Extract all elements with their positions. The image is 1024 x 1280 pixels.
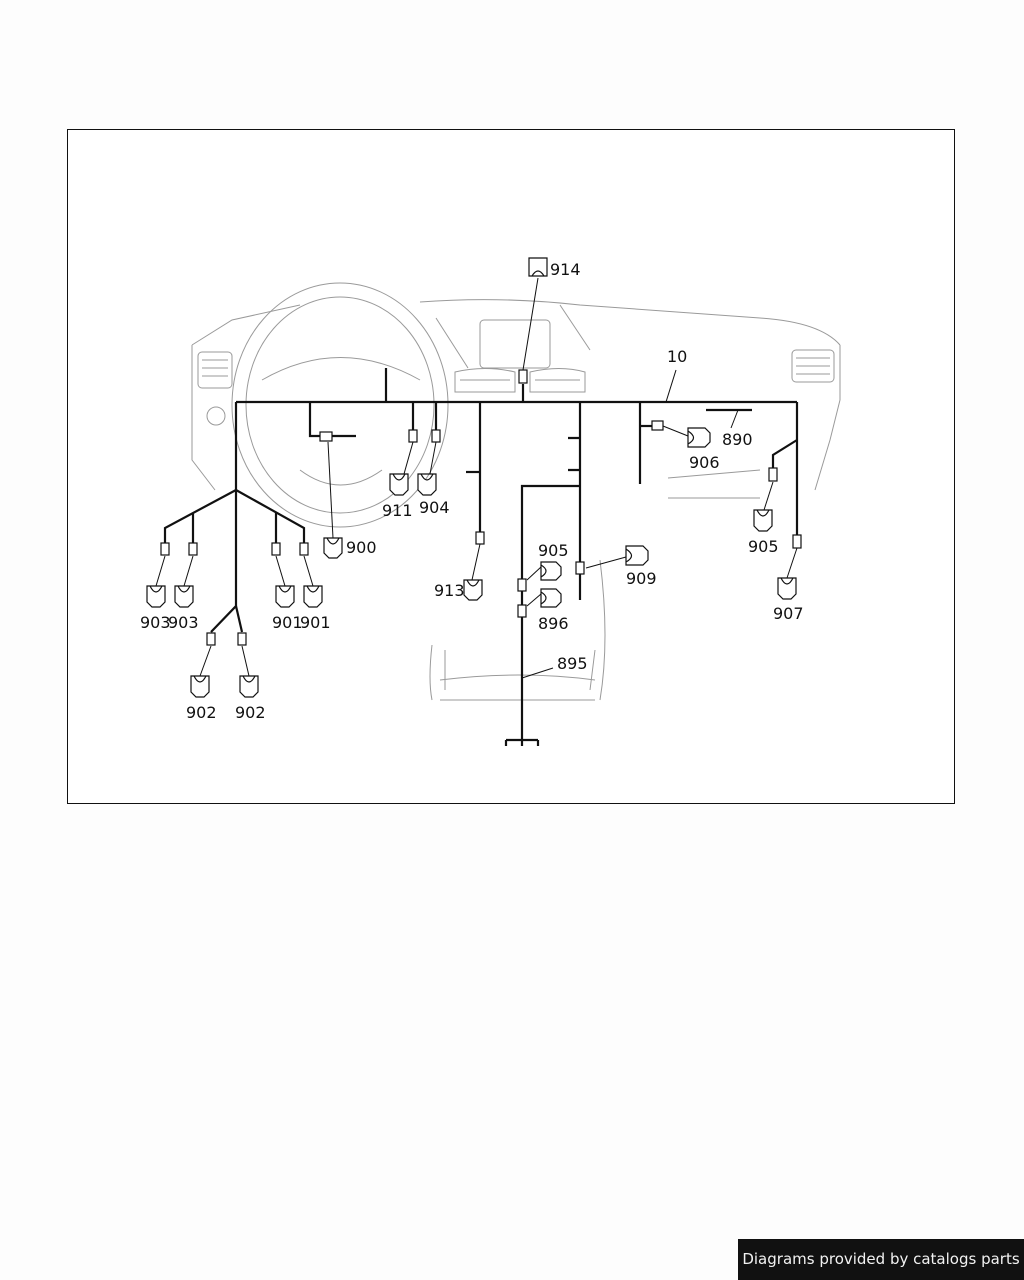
label-903-left: 903 [140,613,171,632]
label-913: 913 [434,581,465,600]
plug-901b [303,585,323,608]
label-905-center: 905 [538,541,569,560]
label-902-left: 902 [186,703,217,722]
end-connectors [146,257,797,698]
label-890: 890 [722,430,753,449]
plug-903a [146,585,166,608]
label-903-right: 903 [168,613,199,632]
plug-905b [753,509,773,532]
label-901-right: 901 [300,613,331,632]
plug-902a [190,675,210,698]
plug-896 [540,588,562,608]
plug-901a [275,585,295,608]
label-909: 909 [626,569,657,588]
plug-906 [687,427,711,448]
label-911: 911 [382,501,413,520]
label-901-left: 901 [272,613,303,632]
label-900: 900 [346,538,377,557]
label-907: 907 [773,604,804,623]
plug-903b [174,585,194,608]
attribution-badge: Diagrams provided by catalogs parts [738,1239,1024,1280]
plug-902b [239,675,259,698]
plug-907 [777,577,797,600]
label-896: 896 [538,614,569,633]
plug-905a [540,561,562,581]
harness-wires [163,368,799,746]
inline-connectors [160,369,802,646]
plug-900 [323,537,343,559]
leader-lines [155,277,798,679]
plug-904 [417,473,437,496]
label-10: 10 [667,347,687,366]
label-906: 906 [689,453,720,472]
label-914: 914 [550,260,581,279]
diagram-frame [67,129,955,804]
dashboard-outline [191,282,841,701]
label-904: 904 [419,498,450,517]
plug-913 [463,579,483,601]
plug-909 [625,545,649,566]
label-902-right: 902 [235,703,266,722]
label-895: 895 [557,654,588,673]
callout-labels: 914 10 890 906 911 904 900 905 909 905 9… [140,260,804,722]
plug-914 [528,257,548,277]
label-905-right: 905 [748,537,779,556]
plug-911 [389,473,409,496]
